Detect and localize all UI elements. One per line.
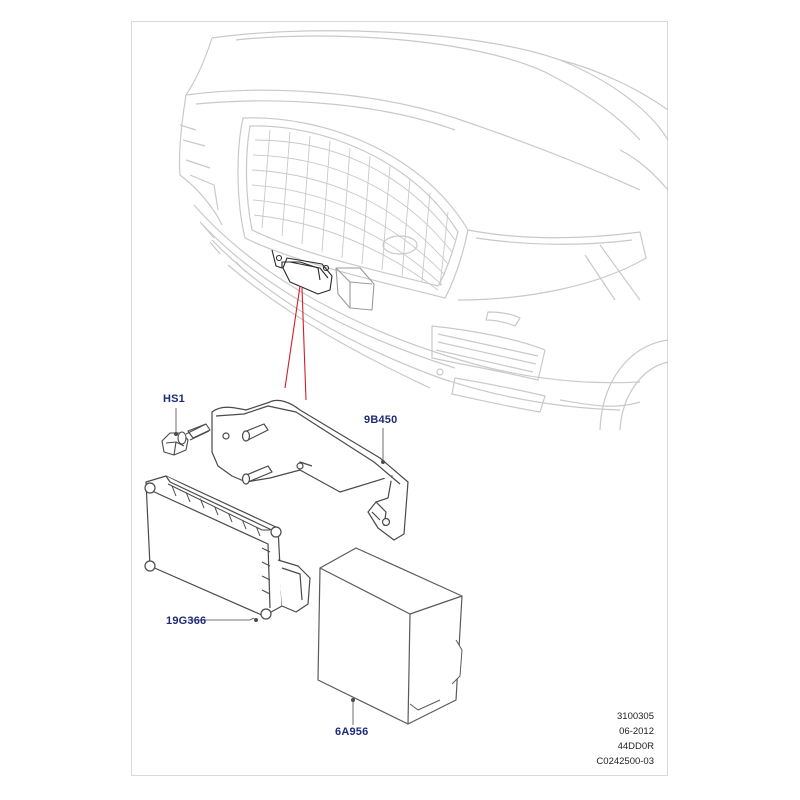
lower-intake-outline (431, 325, 546, 381)
cover-6a956-part (317, 547, 463, 725)
reference-number: 3100305 (617, 711, 654, 722)
location-leader-lines (284, 285, 307, 401)
bracket-9b450-part (211, 399, 409, 541)
hood-outline (211, 30, 669, 141)
bumper-outline (193, 204, 641, 384)
cover-location-on-vehicle (335, 267, 375, 311)
module-19g366-part (144, 475, 311, 620)
callout-9b450: 9B450 (364, 414, 398, 426)
vehicle-front-outline (178, 30, 669, 431)
module-mount-2 (144, 560, 156, 572)
callout-19g366: 19G366 (166, 615, 207, 627)
bolt-hs1-part (161, 423, 211, 456)
callout-hs1: HS1 (163, 393, 185, 405)
badge-outline (382, 235, 418, 255)
illustration-id: C0242500-03 (596, 756, 654, 767)
module-mount-1 (144, 482, 156, 494)
model-code: 44DD0R (617, 741, 654, 752)
grille-mesh (251, 129, 456, 291)
right-headlamp-outline (457, 229, 647, 301)
wheel-arch-outline (599, 339, 669, 431)
date-code: 06-2012 (619, 726, 654, 737)
module-location-on-vehicle (271, 249, 333, 295)
module-mount-4 (270, 526, 282, 538)
grille-frame-outline (237, 117, 469, 299)
module-mount-3 (260, 608, 272, 620)
left-headlamp-outline (178, 94, 223, 226)
callout-dots (174, 432, 385, 702)
callout-6a956: 6A956 (335, 726, 369, 738)
callout-leaders (175, 408, 384, 725)
